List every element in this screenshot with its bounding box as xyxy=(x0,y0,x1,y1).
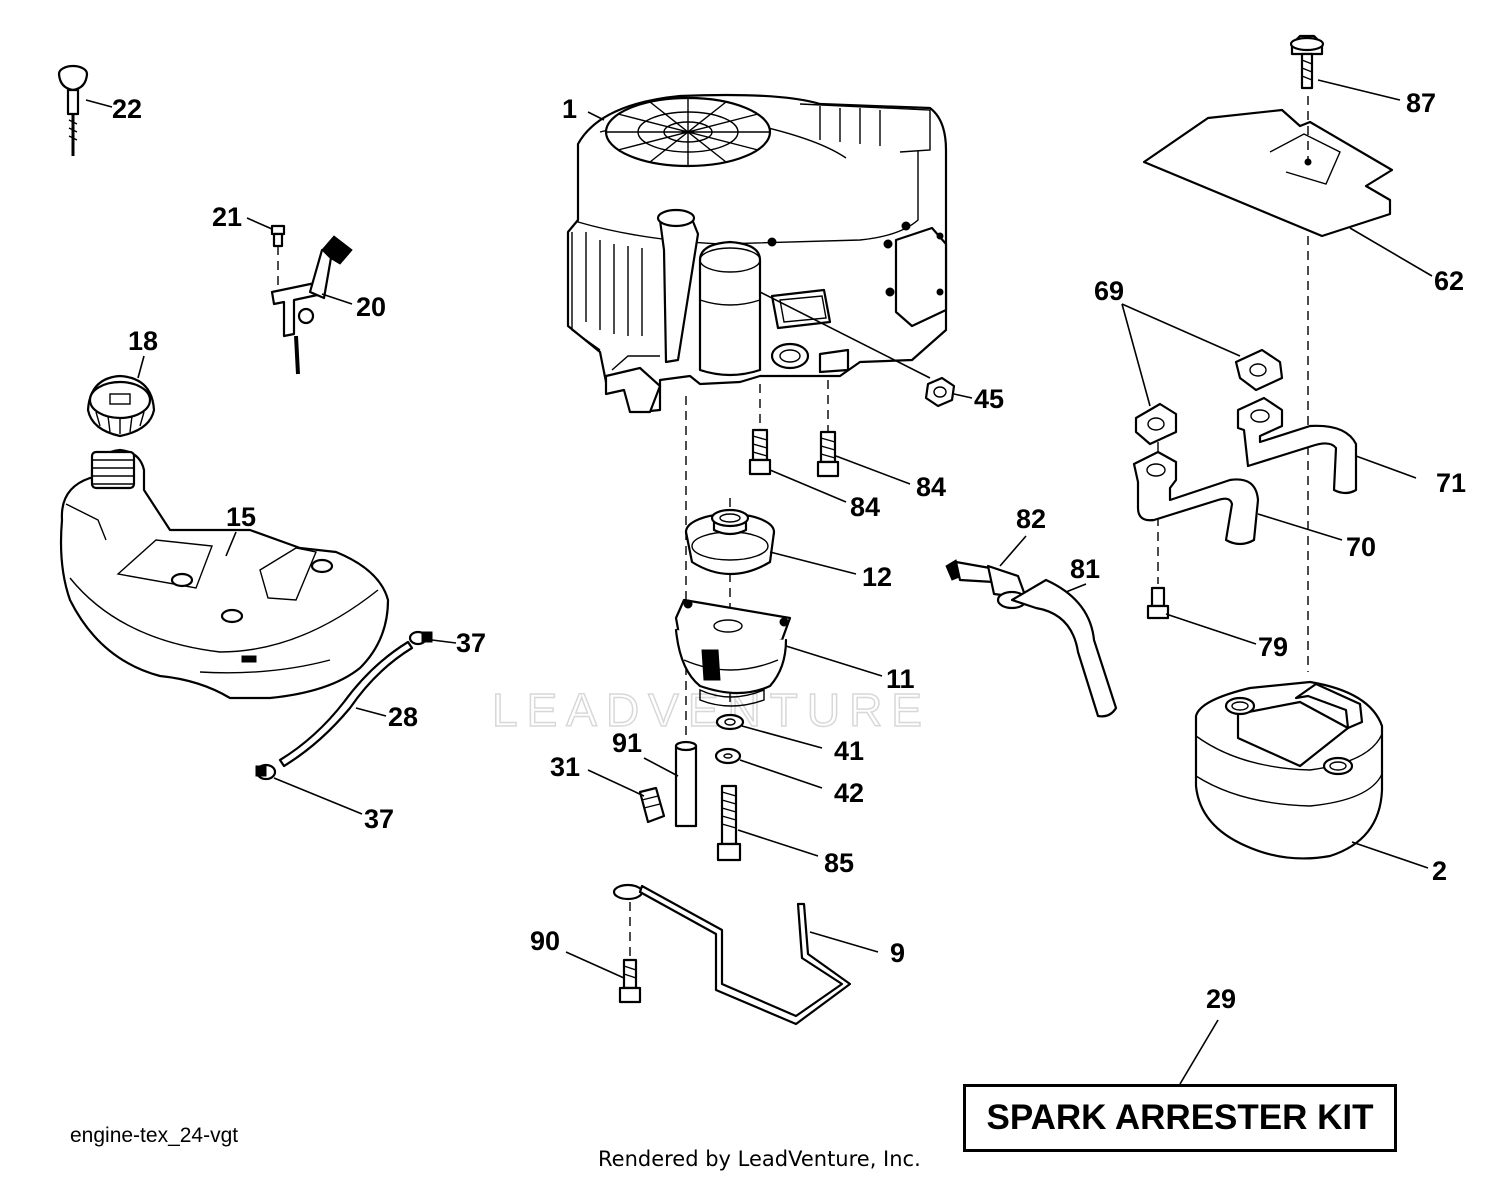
callout-85: 85 xyxy=(824,848,854,878)
diagram-id: engine-tex_24-vgt xyxy=(70,1124,239,1147)
part-2-muffler[interactable] xyxy=(1194,680,1384,860)
part-79-bolt[interactable] xyxy=(1146,586,1170,620)
callout-37-upper: 37 xyxy=(456,628,486,658)
callout-79: 79 xyxy=(1258,632,1288,662)
part-90-bolt[interactable] xyxy=(618,958,642,1004)
part-31-insert[interactable] xyxy=(638,786,666,824)
callout-71: 71 xyxy=(1436,468,1466,498)
part-71-exhaust-pipe[interactable] xyxy=(1236,396,1358,495)
part-69-gasket-upper[interactable] xyxy=(1234,348,1284,392)
callout-11: 11 xyxy=(886,664,915,694)
callout-45: 45 xyxy=(974,384,1004,414)
callout-2: 2 xyxy=(1432,856,1447,886)
part-85-bolt[interactable] xyxy=(716,784,742,862)
callout-28: 28 xyxy=(388,702,418,732)
callout-62: 62 xyxy=(1434,266,1464,296)
callout-82: 82 xyxy=(1016,504,1046,534)
watermark: LEADVENTURE xyxy=(492,684,931,736)
callout-21: 21 xyxy=(212,202,242,232)
callout-29: 29 xyxy=(1206,984,1236,1014)
part-1-engine[interactable] xyxy=(566,93,948,414)
part-37-clamp-lower[interactable] xyxy=(255,763,277,781)
callout-81: 81 xyxy=(1070,554,1100,584)
callout-20: 20 xyxy=(356,292,386,322)
callout-84-right: 84 xyxy=(916,472,946,502)
part-21-screw[interactable] xyxy=(270,224,286,248)
part-18-fuel-cap[interactable] xyxy=(86,374,156,438)
callout-87: 87 xyxy=(1406,88,1436,118)
part-84-bolt-left[interactable] xyxy=(748,428,772,476)
part-9-rod[interactable] xyxy=(612,883,852,1026)
part-15-fuel-tank[interactable] xyxy=(59,448,390,700)
part-20-throttle-control[interactable] xyxy=(270,235,353,375)
part-62-heat-shield[interactable] xyxy=(1142,108,1394,238)
callout-70: 70 xyxy=(1346,532,1376,562)
callout-15: 15 xyxy=(226,502,256,532)
part-81-hose[interactable] xyxy=(1010,578,1118,718)
callout-84-left: 84 xyxy=(850,492,880,522)
part-69-gasket-lower[interactable] xyxy=(1134,402,1178,446)
callout-69: 69 xyxy=(1094,276,1124,306)
part-12-pulley[interactable] xyxy=(684,508,776,576)
callout-31: 31 xyxy=(550,752,580,782)
part-28-fuel-line[interactable] xyxy=(278,640,414,768)
callout-90: 90 xyxy=(530,926,560,956)
callout-42: 42 xyxy=(834,778,864,808)
part-87-screw[interactable] xyxy=(1289,34,1325,90)
callout-37-lower: 37 xyxy=(364,804,394,834)
callout-91: 91 xyxy=(612,728,642,758)
part-37-clamp-upper[interactable] xyxy=(408,630,433,646)
render-credit: Rendered by LeadVenture, Inc. xyxy=(598,1147,921,1171)
part-22-knob[interactable] xyxy=(57,64,89,156)
callout-18: 18 xyxy=(128,326,158,356)
callout-41: 41 xyxy=(834,736,864,766)
spark-arrester-kit-label: SPARK ARRESTER KIT xyxy=(986,1098,1374,1137)
part-42-lock-washer[interactable] xyxy=(714,747,742,765)
part-70-exhaust-pipe[interactable] xyxy=(1132,450,1260,546)
callout-9: 9 xyxy=(890,938,905,968)
part-11-clutch[interactable] xyxy=(674,598,792,707)
part-84-bolt-right[interactable] xyxy=(816,430,840,478)
part-41-washer[interactable] xyxy=(715,713,745,731)
part-45-nut[interactable] xyxy=(924,376,956,408)
part-91-spacer[interactable] xyxy=(674,740,698,828)
callout-12: 12 xyxy=(862,562,892,592)
callout-1: 1 xyxy=(562,94,577,124)
spark-arrester-kit-box[interactable]: SPARK ARRESTER KIT xyxy=(963,1084,1397,1152)
callout-22: 22 xyxy=(112,94,142,124)
